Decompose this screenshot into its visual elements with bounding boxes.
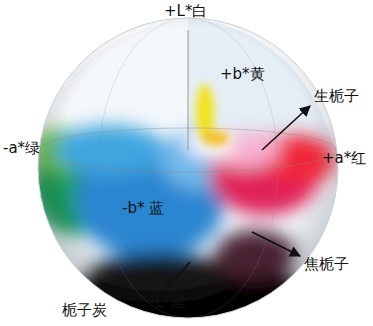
axis-label: -a*绿 — [3, 140, 40, 157]
axis-label: +b*黄 — [220, 66, 265, 83]
l-axis — [188, 30, 189, 150]
leader-arrow — [262, 106, 310, 150]
leader-arrow — [252, 232, 300, 256]
meridian-line — [98, 18, 278, 318]
sphere-outline — [38, 18, 338, 318]
axis-label: +L*白 — [164, 3, 207, 20]
leader-arrow — [166, 262, 190, 290]
sample-label: 焦栀子 — [304, 256, 349, 273]
axis-label: -b* 蓝 — [122, 200, 164, 217]
sample-label: 栀子炭 — [62, 302, 107, 319]
sample-label: 生栀子 — [314, 88, 359, 105]
axis-label: +a*红 — [322, 150, 366, 167]
axis-label: -L*黑 — [150, 294, 186, 311]
sphere-body — [30, 10, 350, 326]
